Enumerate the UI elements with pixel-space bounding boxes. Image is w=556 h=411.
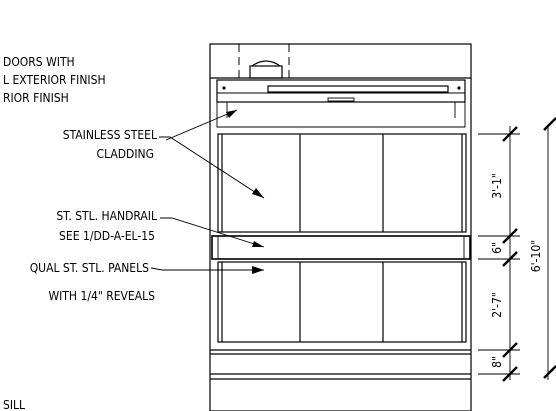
note-handrail-line2: SEE 1/DD-A-EL-15 <box>59 229 155 243</box>
note-cladding-line2: CLADDING <box>97 147 154 161</box>
note-doors-line1: DOORS WITH <box>3 55 75 69</box>
note-panels-line1: QUAL ST. STL. PANELS <box>30 261 149 275</box>
dim-lower-panel: 2'-7" <box>490 292 504 318</box>
dim-base: 8" <box>490 356 504 368</box>
cabinet-outline <box>209 43 472 411</box>
note-handrail-line1: ST. STL. HANDRAIL <box>56 209 157 223</box>
leader-cladding-arrow <box>159 109 265 199</box>
dim-overall: 6'-10" <box>529 240 543 272</box>
roof-equipment <box>222 44 461 102</box>
upper-panels <box>217 133 467 233</box>
leader-handrail-arrow <box>160 217 265 248</box>
handrail <box>211 235 471 260</box>
leader-panels-arrow <box>150 266 264 274</box>
note-cladding-line1: STAINLESS STEEL <box>63 128 157 142</box>
lower-panels <box>217 261 467 343</box>
base-kick <box>210 349 471 380</box>
dim-handrail: 6" <box>490 242 504 254</box>
dimension-lines <box>478 117 556 382</box>
note-doors-line3: RIOR FINISH <box>3 91 69 105</box>
note-doors-line2: L EXTERIOR FINISH <box>3 73 106 87</box>
dim-upper-panel: 3'-1" <box>490 173 504 199</box>
note-panels-line2: WITH 1/4" REVEALS <box>48 289 155 303</box>
note-sill: SILL <box>3 398 25 411</box>
